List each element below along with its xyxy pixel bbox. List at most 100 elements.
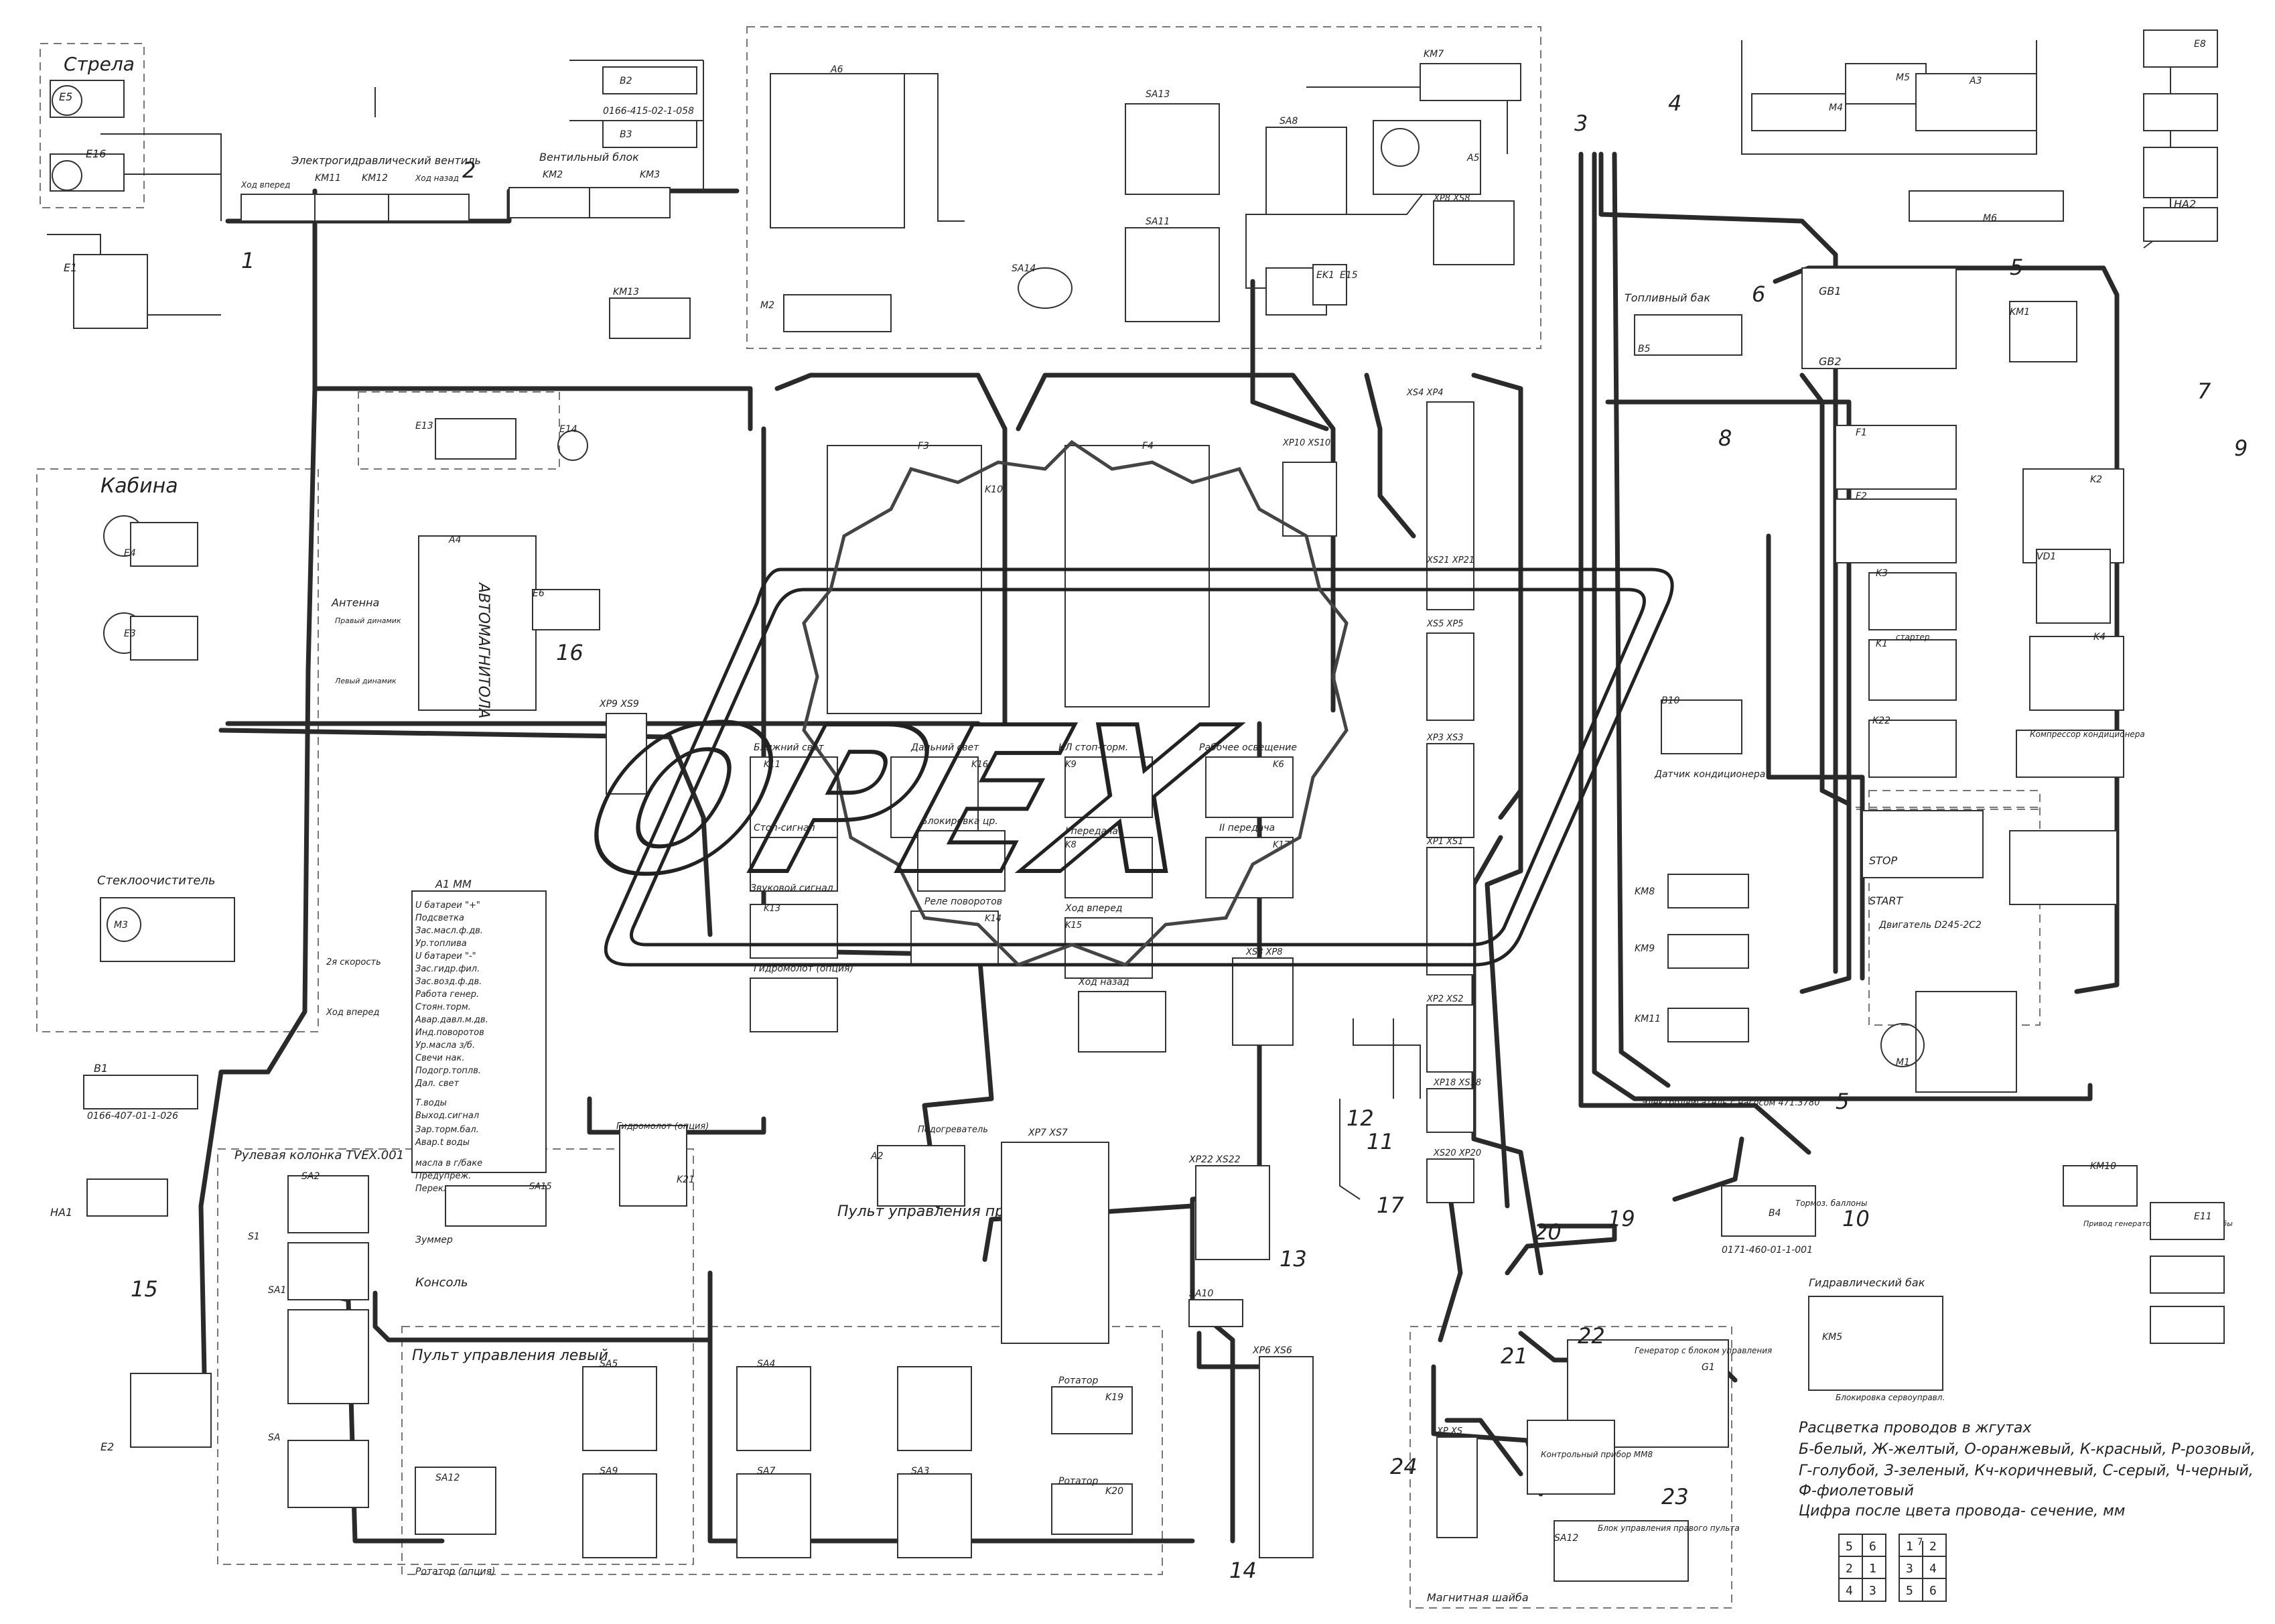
callout: 17 bbox=[1377, 1193, 1404, 1218]
label-dalny: Дальний свет bbox=[910, 742, 979, 753]
callouts: 1 2 3 4 5 5 6 7 8 9 10 11 12 13 14 15 16… bbox=[131, 90, 2248, 1583]
label-k1: K1 bbox=[1876, 638, 1888, 649]
label-sa14: SA14 bbox=[1012, 263, 1036, 274]
callout: 11 bbox=[1367, 1129, 1394, 1154]
callout: 9 bbox=[2234, 435, 2248, 461]
label-xs21: XS21 XP21 bbox=[1426, 555, 1474, 565]
callout: 5 bbox=[2010, 255, 2023, 280]
callout: 19 bbox=[1608, 1206, 1635, 1231]
label-km8: KM8 bbox=[1635, 886, 1655, 897]
a1-rows: U батареи "+" Подсветка Зас.масл.ф.дв. У… bbox=[415, 900, 488, 1194]
pin-label: 6 bbox=[1929, 1584, 1937, 1598]
label-pravy-din: Правый динамик bbox=[335, 616, 401, 625]
a1-row: Зар.торм.бал. bbox=[415, 1125, 479, 1135]
a1-row: Т.воды bbox=[415, 1098, 447, 1108]
label-xs5: XS5 XP5 bbox=[1426, 619, 1464, 629]
pin-grid-7: 1 2 3 4 5 6 7 bbox=[1899, 1534, 1947, 1602]
pin-label: 4 bbox=[1929, 1562, 1937, 1576]
label-levy-din: Левый динамик bbox=[334, 677, 397, 685]
label-k20: K20 bbox=[1105, 1486, 1123, 1497]
part-number-1: 0166-415-02-1-058 bbox=[603, 106, 694, 117]
callout: 14 bbox=[1229, 1558, 1257, 1583]
label-dvigatel: Двигатель D245-2C2 bbox=[1878, 920, 1982, 931]
a1-row: Зас.гидр.фил. bbox=[415, 964, 480, 974]
callout: 3 bbox=[1574, 111, 1588, 136]
label-b10: B10 bbox=[1661, 695, 1680, 706]
label-start-key: START bbox=[1869, 894, 1904, 907]
label-k15: K15 bbox=[1065, 921, 1082, 931]
label-km12: KM12 bbox=[362, 173, 388, 184]
a1-row: Подогр.топлв. bbox=[415, 1066, 481, 1076]
a1-row: Авар.давл.м.дв. bbox=[415, 1015, 488, 1025]
title-steklo: Стеклоочиститель bbox=[97, 874, 216, 888]
label-rotator-2: Ротатор bbox=[1058, 1476, 1098, 1487]
label-m4: M4 bbox=[1829, 103, 1843, 113]
label-g1: G1 bbox=[1702, 1362, 1715, 1373]
label-km1: KM1 bbox=[2010, 307, 2030, 318]
pin-label: 1 bbox=[1906, 1540, 1913, 1554]
label-e2: E2 bbox=[100, 1440, 114, 1453]
label-kontr: Контрольный прибор ММ8 bbox=[1541, 1450, 1653, 1459]
label-blokirovka: Блокировка цр. bbox=[921, 816, 998, 827]
a1-row: Свечи нак. bbox=[415, 1053, 464, 1063]
label-sa4: SA4 bbox=[757, 1359, 775, 1369]
label-km2: KM2 bbox=[543, 170, 563, 180]
label-podogrevatel: Подогреватель bbox=[918, 1125, 988, 1135]
label-starter: стартер bbox=[1896, 632, 1930, 642]
title-antenna: Антенна bbox=[331, 596, 379, 609]
label-ek1: EK1 bbox=[1316, 270, 1334, 281]
a1-row: Инд.поворотов bbox=[415, 1028, 484, 1038]
a1-side-1: 2я скорость bbox=[326, 957, 381, 967]
label-sa3: SA3 bbox=[911, 1466, 929, 1477]
label-vd1: VD1 bbox=[2037, 551, 2056, 562]
label-k19: K19 bbox=[1105, 1392, 1123, 1403]
label-s1: S1 bbox=[248, 1231, 260, 1242]
component-blocks: E5 E16 E1 Электрогидравлический вентиль … bbox=[50, 29, 2233, 1582]
label-rotator-1: Ротатор bbox=[1058, 1375, 1098, 1386]
label-e3: E3 bbox=[124, 628, 136, 639]
label-sa10: SA10 bbox=[1189, 1288, 1213, 1299]
label-m6: M6 bbox=[1983, 213, 1997, 224]
title-toplivny: Топливный бак bbox=[1625, 291, 1710, 304]
legend: Расцветка проводов в жгутах Б-белый, Ж-ж… bbox=[1799, 1420, 2256, 1602]
a1-row: U батареи "-" bbox=[415, 951, 476, 961]
label-a3: A3 bbox=[1969, 76, 1982, 86]
legend-line-2: Г-голубой, З-зеленый, Кч-коричневый, С-с… bbox=[1799, 1463, 2254, 1479]
label-blokirovka-serv: Блокировка сервоуправл. bbox=[1836, 1393, 1945, 1402]
pin-label: 2 bbox=[1846, 1562, 1853, 1576]
callout: 1 bbox=[241, 248, 255, 273]
label-km3: KM3 bbox=[640, 170, 660, 180]
part-number-2: 0166-407-01-1-026 bbox=[87, 1111, 178, 1122]
label-a4: A4 bbox=[448, 535, 461, 545]
label-sa12-left: SA12 bbox=[435, 1473, 460, 1483]
label-k13: K13 bbox=[764, 904, 780, 914]
label-electro-valve: Электрогидравлический вентиль bbox=[291, 154, 481, 167]
a1-row: U батареи "+" bbox=[415, 900, 480, 910]
label-f4: F4 bbox=[1142, 441, 1154, 452]
a1-row: Зас.возд.ф.дв. bbox=[415, 977, 482, 987]
label-k17: K17 bbox=[1273, 840, 1290, 850]
callout: 2 bbox=[462, 157, 476, 183]
label-sa9: SA9 bbox=[600, 1466, 618, 1477]
label-km10: KM10 bbox=[2090, 1161, 2116, 1172]
label-b3: B3 bbox=[620, 129, 632, 140]
label-e1: E1 bbox=[64, 261, 77, 274]
label-sa11: SA11 bbox=[1146, 216, 1170, 227]
label-hod-nazad2: Ход назад bbox=[1078, 977, 1129, 988]
label-vent-blok: Вентильный блок bbox=[539, 151, 639, 163]
callout: 13 bbox=[1280, 1246, 1307, 1272]
legend-line-1: Б-белый, Ж-желтый, О-оранжевый, К-красны… bbox=[1799, 1441, 2256, 1458]
label-km13: KM13 bbox=[613, 287, 639, 297]
label-k22: K22 bbox=[1872, 716, 1890, 726]
callout: 10 bbox=[1842, 1206, 1870, 1231]
label-xs8: XS8 XP8 bbox=[1245, 947, 1283, 957]
label-b5: B5 bbox=[1638, 344, 1651, 354]
label-xp18: XP18 XS18 bbox=[1433, 1078, 1481, 1088]
label-xp8x: XP8 XS8 bbox=[1433, 194, 1470, 204]
label-k10: K10 bbox=[985, 484, 1003, 495]
label-km9: KM9 bbox=[1635, 943, 1655, 954]
title-gidrobak: Гидравлический бак bbox=[1809, 1276, 1925, 1289]
pin-label: 2 bbox=[1929, 1540, 1937, 1554]
a1-row: Стоян.торм. bbox=[415, 1002, 471, 1012]
legend-line-4: Цифра после цвета провода- сечение, мм bbox=[1799, 1503, 2125, 1519]
